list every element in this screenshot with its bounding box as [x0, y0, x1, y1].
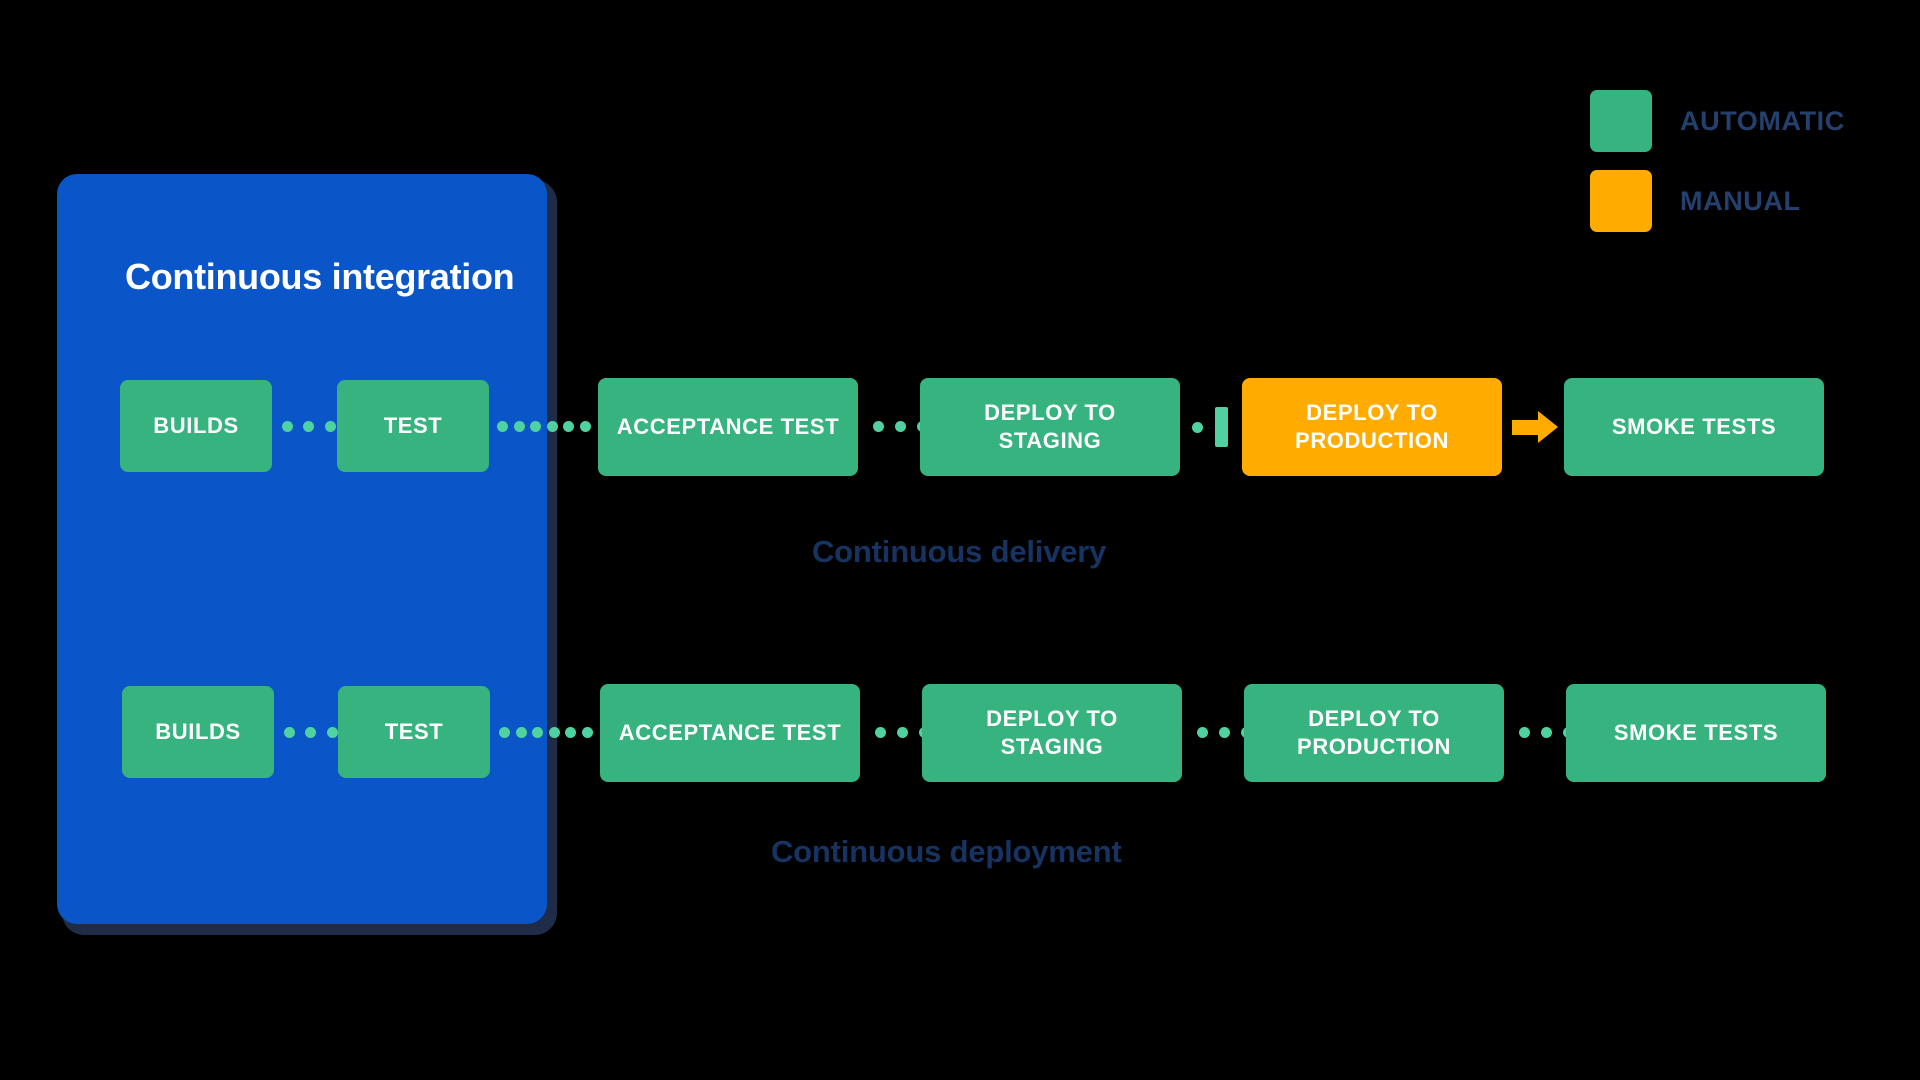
connector-dot: [513, 420, 525, 432]
connector-test-acceptance-deployment: [499, 726, 593, 738]
connector-dot: [1519, 726, 1530, 738]
stage-acceptance-test-deployment[interactable]: ACCEPTANCE TEST: [600, 684, 860, 782]
stage-test-deployment[interactable]: TEST: [338, 686, 490, 778]
connector-dot: [897, 726, 908, 738]
connector-dot: [324, 420, 336, 432]
caption-continuous-deployment: Continuous deployment: [771, 834, 1122, 869]
arrow-shaft: [1512, 419, 1538, 435]
caption-continuous-delivery: Continuous delivery: [812, 534, 1107, 569]
connector-dot: [895, 420, 906, 432]
stage-deploy-to-staging-deployment[interactable]: DEPLOY TO STAGING: [922, 684, 1182, 782]
connector-dot: [548, 726, 560, 738]
connector-dot: [546, 420, 558, 432]
stage-smoke-tests-deployment[interactable]: SMOKE TESTS: [1566, 684, 1826, 782]
connector-dot: [282, 420, 293, 432]
connector-dot: [579, 420, 591, 432]
stage-builds-delivery[interactable]: BUILDS: [120, 380, 272, 472]
stage-acceptance-test-delivery[interactable]: ACCEPTANCE TEST: [598, 378, 858, 476]
connector-dot: [326, 726, 338, 738]
stage-smoke-tests-delivery[interactable]: SMOKE TESTS: [1564, 378, 1824, 476]
gate-dot: [1192, 421, 1203, 433]
connector-dot: [581, 726, 593, 738]
ci-container: [57, 174, 547, 924]
orange-square-icon: [1590, 170, 1652, 232]
legend-item-manual: MANUAL: [1590, 170, 1801, 232]
connector-dot: [284, 726, 295, 738]
connector-dot: [1541, 726, 1552, 738]
stage-deploy-to-production-deployment[interactable]: DEPLOY TO PRODUCTION: [1244, 684, 1504, 782]
connector-dot: [305, 726, 317, 738]
connector-dot: [499, 726, 510, 738]
connector-dot: [1219, 726, 1230, 738]
connector-dot: [565, 726, 577, 738]
connector-dot: [497, 420, 508, 432]
legend-label-manual: MANUAL: [1680, 185, 1801, 216]
green-square-icon: [1590, 90, 1652, 152]
connector-dot: [1197, 726, 1208, 738]
gate-bar: [1215, 407, 1228, 447]
connector-dot: [515, 726, 527, 738]
stage-deploy-to-production-delivery[interactable]: DEPLOY TO PRODUCTION: [1242, 378, 1502, 476]
stage-builds-deployment[interactable]: BUILDS: [122, 686, 274, 778]
stage-test-delivery[interactable]: TEST: [337, 380, 489, 472]
legend-label-automatic: AUTOMATIC: [1680, 105, 1845, 136]
arrow-head: [1538, 411, 1558, 443]
connector-dot: [303, 420, 315, 432]
connector-test-acceptance-delivery: [497, 420, 591, 432]
connector-dot: [875, 726, 886, 738]
arrow-right-icon: [1512, 411, 1558, 443]
connector-dot: [873, 420, 884, 432]
connector-dot: [563, 420, 575, 432]
legend-item-automatic: AUTOMATIC: [1590, 90, 1845, 152]
connector-dot: [530, 420, 542, 432]
ci-container-title: Continuous integration: [125, 256, 515, 297]
connector-dot: [532, 726, 544, 738]
manual-gate-icon: [1192, 407, 1228, 447]
stage-deploy-to-staging-delivery[interactable]: DEPLOY TO STAGING: [920, 378, 1180, 476]
